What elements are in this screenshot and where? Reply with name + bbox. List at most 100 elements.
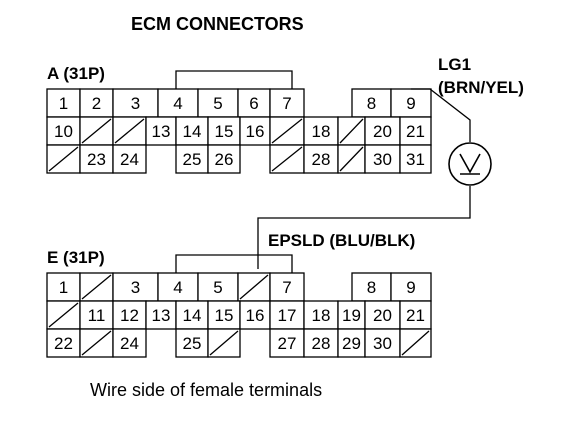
connector-e-cell: 27 xyxy=(269,328,305,358)
terminal-number: 21 xyxy=(406,122,425,141)
terminal-number: 8 xyxy=(367,278,376,297)
connector-a-cell: 7 xyxy=(269,88,305,118)
terminal-number: 21 xyxy=(406,306,425,325)
empty-terminal-slash xyxy=(339,118,364,144)
terminal-number: 22 xyxy=(54,334,73,353)
terminal-number: 17 xyxy=(278,306,297,325)
caption: Wire side of female terminals xyxy=(90,380,322,400)
terminal-number: 14 xyxy=(183,122,202,141)
connector-e-cell: 29 xyxy=(337,328,366,358)
terminal-number: 31 xyxy=(406,150,425,169)
terminal-number: 13 xyxy=(152,306,171,325)
connector-e-cell xyxy=(46,300,81,330)
empty-terminal-slash xyxy=(81,330,112,356)
empty-terminal-slash xyxy=(401,330,430,356)
connector-a-cell: 18 xyxy=(303,116,339,146)
connector-e-cell xyxy=(237,272,271,302)
diagram-title: ECM CONNECTORS xyxy=(131,14,304,34)
connector-a-cell: 30 xyxy=(364,144,401,174)
terminal-number: 27 xyxy=(278,334,297,353)
terminal-number: 4 xyxy=(173,94,182,113)
connector-e-cell xyxy=(79,328,114,358)
connector-a-cell xyxy=(112,116,147,146)
connector-a-label: A (31P) xyxy=(47,64,105,83)
connector-e-cell: 21 xyxy=(399,300,432,330)
terminal-number: 28 xyxy=(312,334,331,353)
empty-terminal-slash xyxy=(271,146,303,172)
terminal-number: 3 xyxy=(131,94,140,113)
connector-e-cell: 16 xyxy=(239,300,271,330)
empty-terminal-slash xyxy=(271,118,303,144)
terminal-number: 9 xyxy=(406,278,415,297)
connector-a-cell: 5 xyxy=(197,88,239,118)
connector-e-cell: 1 xyxy=(46,272,81,302)
terminal-number: 18 xyxy=(312,306,331,325)
connector-a-cell: 2 xyxy=(79,88,114,118)
connector-a-cell: 6 xyxy=(237,88,271,118)
terminal-number: 2 xyxy=(92,94,101,113)
connector-a-cell: 23 xyxy=(79,144,114,174)
terminal-number: 15 xyxy=(215,122,234,141)
connector-e-cell: 13 xyxy=(145,300,177,330)
terminal-number: 10 xyxy=(54,122,73,141)
connector-e-label: E (31P) xyxy=(47,248,105,267)
empty-terminal-slash xyxy=(81,274,112,300)
empty-terminal-slash xyxy=(48,302,79,328)
connector-a-cell xyxy=(337,144,366,174)
connector-e-cell: 18 xyxy=(303,300,339,330)
connector-a-cell: 15 xyxy=(207,116,241,146)
connector-e-cell: 5 xyxy=(197,272,239,302)
terminal-number: 18 xyxy=(312,122,331,141)
empty-terminal-slash xyxy=(81,118,112,144)
terminal-number: 19 xyxy=(342,306,361,325)
terminal-number: 23 xyxy=(87,150,106,169)
empty-terminal-slash xyxy=(209,330,239,356)
probe-bottom-wire-line xyxy=(257,186,471,269)
connector-a-cell: 3 xyxy=(112,88,159,118)
voltmeter-icon xyxy=(448,142,492,186)
connector-a-cell: 21 xyxy=(399,116,432,146)
terminal-number: 29 xyxy=(342,334,361,353)
terminal-number: 9 xyxy=(406,94,415,113)
connector-a-cell: 1 xyxy=(46,88,81,118)
terminal-number: 5 xyxy=(213,94,222,113)
terminal-number: 5 xyxy=(213,278,222,297)
connector-e-cell: 3 xyxy=(112,272,159,302)
terminal-number: 16 xyxy=(246,306,265,325)
terminal-number: 4 xyxy=(173,278,182,297)
connector-a-cell: 24 xyxy=(112,144,147,174)
connector-e-cell: 11 xyxy=(79,300,114,330)
connector-a-cell: 4 xyxy=(157,88,199,118)
terminal-number: 1 xyxy=(59,94,68,113)
connector-a-cell: 13 xyxy=(145,116,177,146)
terminal-number: 14 xyxy=(183,306,202,325)
terminal-number: 13 xyxy=(152,122,171,141)
connector-a-cell: 25 xyxy=(175,144,209,174)
connector-a-cell: 20 xyxy=(364,116,401,146)
connector-a-cell xyxy=(79,116,114,146)
connector-e-cell: 4 xyxy=(157,272,199,302)
terminal-number: 24 xyxy=(120,150,139,169)
connector-e-cell: 24 xyxy=(112,328,147,358)
terminal-number: 20 xyxy=(373,122,392,141)
probe-bottom-name: EPSLD (BLU/BLK) xyxy=(268,231,415,250)
connector-e-cell: 9 xyxy=(390,272,432,302)
terminal-number: 15 xyxy=(215,306,234,325)
connector-a-cell: 10 xyxy=(46,116,81,146)
terminal-number: 1 xyxy=(59,278,68,297)
connector-a-latch xyxy=(175,70,293,89)
connector-e-cell xyxy=(207,328,241,358)
connector-a-cell xyxy=(337,116,366,146)
terminal-number: 24 xyxy=(120,334,139,353)
terminal-number: 26 xyxy=(215,150,234,169)
terminal-number: 7 xyxy=(282,94,291,113)
terminal-number: 25 xyxy=(183,150,202,169)
terminal-number: 30 xyxy=(373,150,392,169)
connector-a-cell xyxy=(269,116,305,146)
probe-top-wire-line xyxy=(411,88,471,142)
empty-terminal-slash xyxy=(239,274,269,300)
connector-a-cell: 14 xyxy=(175,116,209,146)
